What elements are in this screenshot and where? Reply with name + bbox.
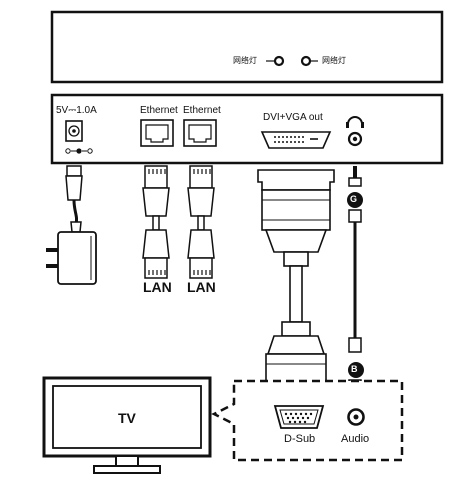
lan-1-label: LAN: [143, 279, 172, 295]
audio-cable: [347, 166, 364, 400]
lan-cable-2: [187, 165, 215, 279]
tv-icon: [42, 376, 212, 474]
audio-jack: [347, 131, 363, 147]
dc-polarity-icon: [65, 148, 93, 154]
audio-label: Audio: [341, 433, 370, 445]
ethernet-port-1: [140, 119, 174, 147]
network-led-1-label: 网络灯: [233, 56, 257, 65]
lan-cable-1: [142, 165, 170, 279]
ethernet-port-2: [183, 119, 217, 147]
audio-plug-g-marker: G: [350, 194, 358, 204]
video-out-label: DVI+VGA out: [263, 112, 323, 123]
ethernet-1-label: Ethernet: [140, 105, 178, 116]
dsub-port: [273, 405, 325, 429]
power-rating-label: 5V⎓1.0A: [56, 105, 97, 116]
dsub-label: D-Sub: [284, 433, 316, 445]
tv-label: TV: [118, 410, 136, 426]
dvi-vga-cable: [257, 169, 335, 405]
lan-2-label: LAN: [187, 279, 216, 295]
network-led-1-icon: [266, 55, 285, 67]
ethernet-2-label: Ethernet: [183, 105, 221, 116]
power-adapter: [46, 165, 97, 285]
power-jack: [65, 120, 83, 142]
tv-audio-jack: [347, 408, 365, 426]
device-top-panel: [50, 10, 444, 84]
headphone-icon: [346, 116, 364, 128]
audio-plug-b-marker: B: [351, 364, 358, 374]
network-led-2-icon: [300, 55, 318, 67]
dvi-port: [260, 131, 332, 149]
device-ports-panel: [50, 93, 444, 165]
network-led-2-label: 网络灯: [322, 56, 346, 65]
